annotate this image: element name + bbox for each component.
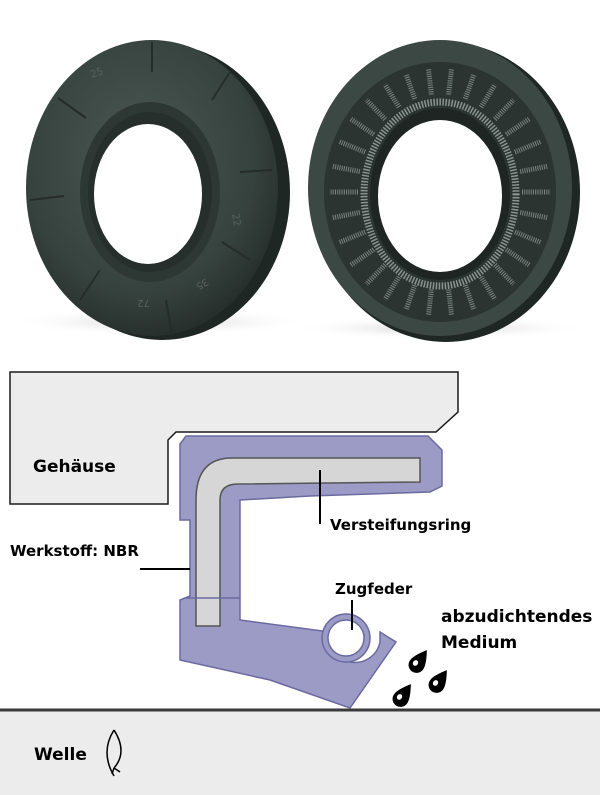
rib	[331, 209, 361, 221]
rib	[382, 83, 402, 109]
rib	[493, 98, 516, 121]
droplet-icon	[428, 670, 447, 693]
rib	[364, 98, 387, 121]
label-housing: Gehäuse	[33, 457, 116, 477]
droplet-icon	[392, 684, 411, 707]
rib	[504, 117, 531, 137]
rib	[478, 275, 498, 301]
rib	[331, 163, 361, 175]
rib	[349, 247, 376, 267]
rib	[504, 247, 531, 267]
rib	[493, 263, 516, 286]
seal-photo-front: 25 22 35 72	[10, 40, 310, 340]
seal-body	[179, 435, 443, 709]
svg-text:25: 25	[89, 66, 105, 81]
droplet-icon	[408, 650, 427, 673]
stiffening-ribs	[330, 68, 550, 316]
stiffening-ring	[195, 457, 421, 627]
label-medium-line2: Medium	[441, 633, 517, 653]
spring-inner	[327, 619, 365, 657]
label-shaft: Welle	[34, 745, 87, 765]
leader-lines	[140, 470, 353, 630]
svg-text:22: 22	[229, 213, 242, 227]
medium-droplets	[392, 650, 447, 707]
label-material: Werkstoff: NBR	[10, 542, 139, 560]
rib	[338, 139, 367, 155]
rib	[519, 209, 549, 221]
shaft	[0, 710, 600, 795]
label-medium-line1: abzudichtendes	[441, 607, 592, 627]
rib	[513, 139, 542, 155]
rib	[349, 117, 376, 137]
rib	[364, 263, 387, 286]
label-stiffening-ring: Versteifungsring	[330, 516, 471, 534]
svg-text:72: 72	[137, 297, 150, 308]
rib	[478, 83, 498, 109]
rib	[513, 229, 542, 245]
seal-photo-back	[290, 40, 590, 342]
rotation-arrow-icon	[106, 729, 122, 777]
housing	[9, 371, 459, 505]
rib	[338, 229, 367, 245]
label-spring: Zugfeder	[335, 580, 413, 598]
rib	[382, 275, 402, 301]
rib	[519, 163, 549, 175]
